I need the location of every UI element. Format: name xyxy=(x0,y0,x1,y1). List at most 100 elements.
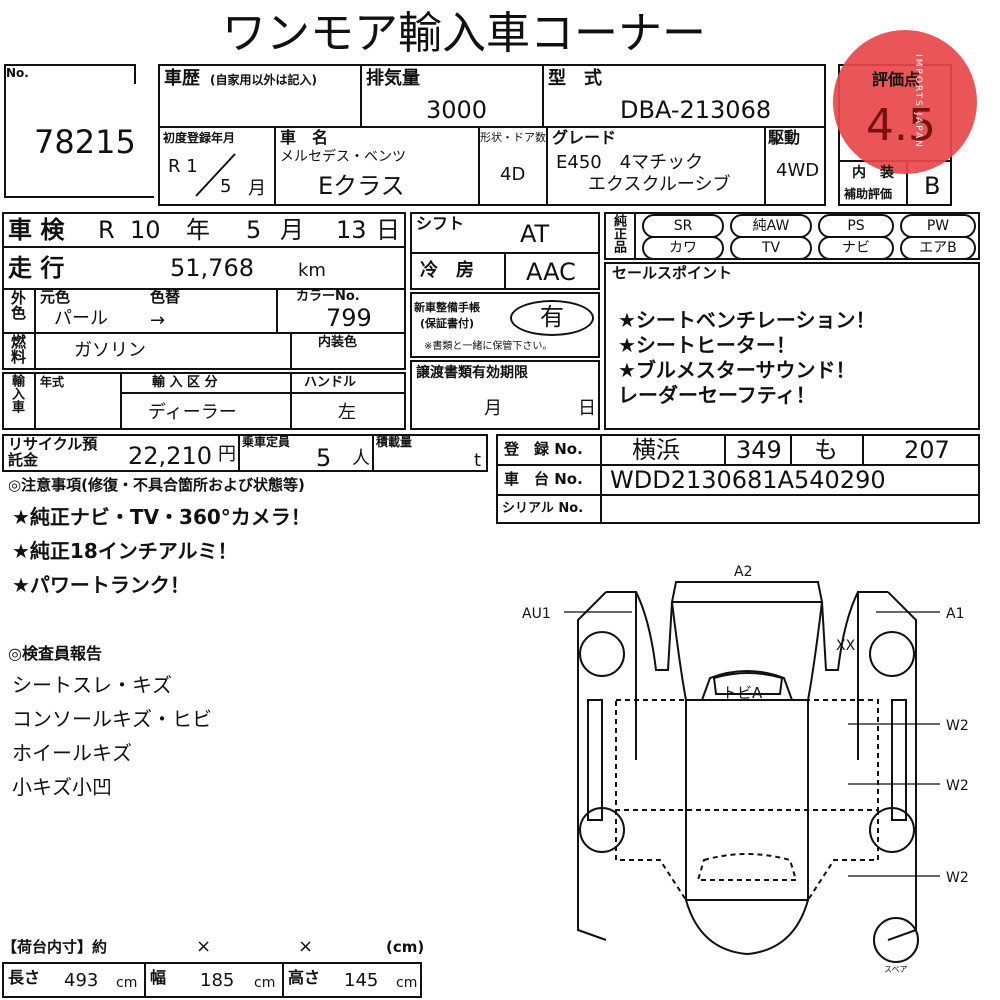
aircon-label: 冷 房 xyxy=(420,260,474,281)
car-damage-diagram: A2 AU1 A1 XX トビA W2 W2 W2 スペア xyxy=(522,564,969,974)
transfer-label: 譲渡書類有効期限 xyxy=(416,365,528,381)
notes-list: ★純正ナビ・TV・360°カメラ！ ★純正18インチアルミ！ ★パワートランク！ xyxy=(12,500,311,602)
first-reg-label: 初度登録年月 xyxy=(163,131,236,145)
cargo-x2: × xyxy=(298,936,314,957)
inspection-year-unit: 年 xyxy=(186,216,210,244)
interior-sub: 補助評価 xyxy=(844,187,893,201)
vin-label: 車 台 No. xyxy=(504,470,583,488)
orig-color-label: 元色 xyxy=(40,288,71,306)
vin: WDD2130681A540290 xyxy=(610,466,886,494)
manual-value-oval xyxy=(510,300,594,336)
inspector-label: ◎検査員報告 xyxy=(8,644,102,663)
serial-label: シリアル No. xyxy=(502,501,584,516)
manual-box xyxy=(410,292,600,358)
dimensions-box xyxy=(2,962,422,998)
interior-label: 内 装 xyxy=(852,165,894,181)
aircon: AAC xyxy=(526,258,576,286)
recycle-label: リサイクル預託金 xyxy=(8,435,98,469)
recycle-yen: 円 xyxy=(218,444,236,465)
model-type-label: 型 式 xyxy=(548,68,602,89)
equip-leather: カワ xyxy=(642,236,724,260)
width-label: 幅 xyxy=(150,968,167,987)
registration-box xyxy=(496,434,980,524)
dmg-w2c: W2 xyxy=(946,870,969,886)
length: 493 xyxy=(64,970,99,991)
history-label: 車歴 xyxy=(164,68,200,89)
history-note: (自家用以外は記入) xyxy=(210,73,317,87)
capacity: 5 xyxy=(316,444,332,472)
mileage-unit: km xyxy=(298,260,326,281)
first-reg-era: R 1 xyxy=(168,156,198,177)
sales-label: セールスポイント xyxy=(612,264,733,282)
color-no: 799 xyxy=(326,304,372,332)
sales-point: ★シートヒーター！ xyxy=(618,333,796,357)
watermark-badge xyxy=(833,30,977,174)
car-name-label: 車 名 xyxy=(280,128,329,147)
displacement-label: 排気量 xyxy=(366,68,420,89)
equip-airbag: エアB xyxy=(900,236,976,260)
inspector-item: ホイールキズ xyxy=(12,741,132,765)
dmg-a1: A1 xyxy=(946,606,964,622)
dmg-roof: トビA xyxy=(722,684,763,702)
cargo-unit: (cm) xyxy=(386,938,425,956)
notes-label: ◎注意事項(修復・不具合箇所および状態等) xyxy=(8,476,305,494)
car-name: Eクラス xyxy=(318,172,405,200)
inspection-month-unit: 月 xyxy=(280,216,304,244)
inspection-era: R xyxy=(98,216,115,244)
sales-point: ★ブルメスターサウンド！ xyxy=(618,358,856,382)
dmg-w2b: W2 xyxy=(946,778,969,794)
equip-aw: 純AW xyxy=(730,214,812,238)
mileage-label: 走 行 xyxy=(8,254,65,282)
cargo-x1: × xyxy=(196,936,212,957)
watermark-text: IMPORTS JAPAN xyxy=(913,54,923,149)
note-item: ★純正ナビ・TV・360°カメラ！ xyxy=(12,505,311,529)
model-year-label: 年式 xyxy=(40,375,65,389)
load-unit: t xyxy=(474,450,482,471)
recycle: 22,210 xyxy=(128,442,212,470)
transfer-month: 月 xyxy=(484,398,502,419)
capacity-label: 乗車定員 xyxy=(242,435,291,449)
fuel: ガソリン xyxy=(74,340,146,361)
equip-navi: ナビ xyxy=(818,236,894,260)
slash-divider xyxy=(195,153,236,197)
length-label: 長さ xyxy=(8,968,41,987)
inspection-year: 10 xyxy=(130,216,161,244)
note-item: ★パワートランク！ xyxy=(12,573,190,597)
load-label: 積載量 xyxy=(376,435,413,449)
first-reg-month: 5 xyxy=(220,176,232,197)
equip-label: 純正品 xyxy=(611,214,626,253)
first-reg-month-unit: 月 xyxy=(248,178,266,199)
reg-kana: も xyxy=(814,436,838,464)
score-label: 評価点 xyxy=(872,70,921,89)
inspection-label: 車 検 xyxy=(8,216,65,244)
inspection-day: 13 xyxy=(336,216,367,244)
equip-tv: TV xyxy=(730,236,812,260)
stock-no-label: No. xyxy=(6,66,29,80)
mileage: 51,768 xyxy=(170,254,254,282)
doors: 4D xyxy=(500,164,526,185)
grade-line1: E450 4マチック xyxy=(556,152,704,173)
inspector-list: シートスレ・キズ コンソールキズ・ヒビ ホイールキズ 小キズ小凹 xyxy=(12,668,212,804)
displacement: 3000 xyxy=(426,96,488,124)
shift: AT xyxy=(520,220,550,248)
repaint-arrow: → xyxy=(150,310,166,331)
interior-grade: B xyxy=(924,172,941,200)
equip-pw: PW xyxy=(900,214,976,238)
transfer-box xyxy=(410,360,600,430)
shift-label: シフト xyxy=(416,214,465,233)
import-type-label: 輸 入 区 分 xyxy=(152,375,218,390)
import-box xyxy=(2,372,406,430)
doors-label: 形状・ドア数 xyxy=(480,131,546,144)
maker: メルセデス・ベンツ xyxy=(280,149,406,165)
dmg-xx: XX xyxy=(836,638,856,654)
dmg-w2a: W2 xyxy=(946,718,969,734)
grade-line2: エクスクルーシブ xyxy=(588,174,731,195)
sales-box xyxy=(604,262,980,430)
import-label: 輸入車 xyxy=(9,374,24,413)
reg-class: 349 xyxy=(736,436,782,464)
sales-point: レーダーセーフティ！ xyxy=(618,383,816,407)
color-no-label: カラーNo. xyxy=(296,289,360,304)
capacity-unit: 人 xyxy=(352,448,370,469)
dmg-au1: AU1 xyxy=(522,606,551,622)
fuel-label: 燃料 xyxy=(9,334,27,364)
